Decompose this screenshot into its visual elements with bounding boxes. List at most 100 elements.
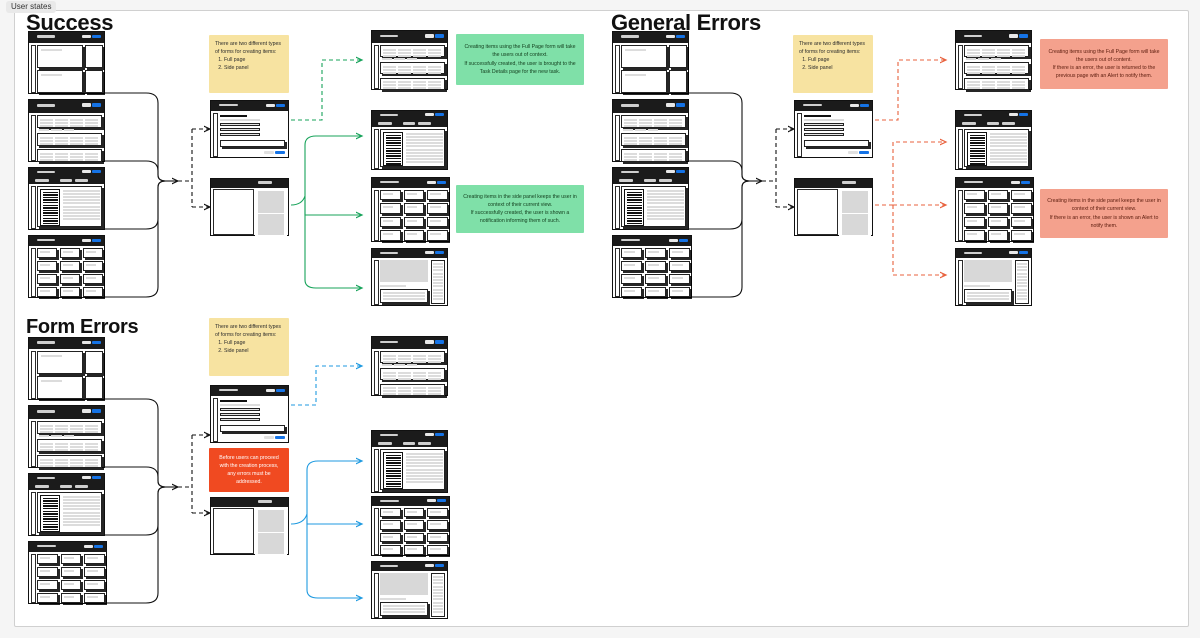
dashboard-card[interactable] <box>85 351 103 374</box>
grid-card[interactable] <box>60 286 80 297</box>
side-drawer[interactable] <box>255 179 287 237</box>
grid-card[interactable] <box>427 189 448 201</box>
grid-card[interactable] <box>964 189 985 201</box>
list-table-screen[interactable] <box>612 99 689 162</box>
grid-card[interactable] <box>83 260 103 271</box>
grid-card[interactable] <box>37 247 57 258</box>
card-grid-screen[interactable] <box>28 235 105 298</box>
detail-list-screen[interactable] <box>28 473 105 536</box>
table-row[interactable] <box>380 62 445 75</box>
table-row[interactable] <box>621 133 686 146</box>
table-row[interactable] <box>380 351 445 363</box>
list-table-screen[interactable] <box>371 336 448 396</box>
form-field[interactable] <box>220 418 261 422</box>
primary-button[interactable] <box>92 409 101 414</box>
table-row[interactable] <box>37 115 102 128</box>
form-field[interactable] <box>804 133 845 137</box>
grid-card[interactable] <box>380 203 401 214</box>
detail-panel[interactable] <box>964 129 1029 167</box>
detail-panel[interactable] <box>380 449 445 490</box>
dashboard-card[interactable] <box>85 45 103 68</box>
table-row[interactable] <box>37 421 102 434</box>
secondary-button[interactable] <box>425 34 435 38</box>
dashboard-card[interactable] <box>621 70 668 93</box>
secondary-button[interactable] <box>82 34 92 39</box>
grid-card[interactable] <box>83 286 103 297</box>
grid-card[interactable] <box>427 216 448 228</box>
list-table-screen[interactable] <box>28 405 105 468</box>
detail-list-screen[interactable] <box>955 110 1032 170</box>
grid-card[interactable] <box>403 230 425 241</box>
submit-button[interactable] <box>275 435 285 439</box>
grid-card[interactable] <box>964 230 985 241</box>
form-field[interactable] <box>220 408 261 412</box>
grid-card[interactable] <box>37 579 58 590</box>
grid-card[interactable] <box>1011 216 1032 228</box>
grid-card[interactable] <box>427 520 448 530</box>
grid-card[interactable] <box>669 273 690 284</box>
dashboard-card[interactable] <box>669 45 687 68</box>
secondary-button[interactable] <box>82 238 92 242</box>
drawer-field[interactable] <box>258 510 284 532</box>
grid-card[interactable] <box>427 203 448 214</box>
dashboard-screen[interactable] <box>28 31 105 94</box>
grid-card[interactable] <box>987 230 1009 241</box>
primary-button[interactable] <box>435 34 444 38</box>
grid-card[interactable] <box>84 592 105 603</box>
detail-panel[interactable] <box>621 186 686 227</box>
primary-button[interactable] <box>859 103 869 107</box>
detail-panel[interactable] <box>37 492 102 533</box>
secondary-button[interactable] <box>668 238 678 242</box>
grid-card[interactable] <box>83 273 103 284</box>
side-drawer[interactable] <box>839 179 871 237</box>
grid-card[interactable] <box>37 553 58 564</box>
primary-button[interactable] <box>1019 113 1028 117</box>
grid-card[interactable] <box>380 507 401 518</box>
form-field[interactable] <box>220 133 261 137</box>
grid-card[interactable] <box>964 203 985 214</box>
side-panel-screen[interactable] <box>210 497 289 556</box>
table-row[interactable] <box>37 439 102 452</box>
primary-button[interactable] <box>275 103 285 107</box>
side-list[interactable] <box>430 573 445 617</box>
submit-button[interactable] <box>859 150 869 154</box>
cancel-button[interactable] <box>848 150 858 154</box>
primary-button[interactable] <box>436 180 446 184</box>
form-textarea[interactable] <box>804 140 869 147</box>
primary-button[interactable] <box>435 113 444 117</box>
primary-button[interactable] <box>92 103 101 108</box>
primary-button[interactable] <box>92 340 101 345</box>
grid-card[interactable] <box>987 189 1009 201</box>
grid-card[interactable] <box>645 260 666 271</box>
drawer-field[interactable] <box>258 213 284 236</box>
table-row[interactable] <box>964 77 1029 90</box>
secondary-button[interactable] <box>82 170 92 174</box>
cancel-button[interactable] <box>264 150 274 154</box>
grid-card[interactable] <box>380 545 401 555</box>
primary-button[interactable] <box>92 170 101 174</box>
secondary-button[interactable] <box>1010 180 1020 184</box>
grid-card[interactable] <box>60 579 82 590</box>
grid-card[interactable] <box>669 247 690 258</box>
dense-list[interactable] <box>967 132 987 166</box>
secondary-button[interactable] <box>1009 34 1019 38</box>
grid-card[interactable] <box>380 189 401 201</box>
dashboard-card[interactable] <box>669 70 687 93</box>
grid-card[interactable] <box>84 579 105 590</box>
grid-card[interactable] <box>1011 203 1032 214</box>
grid-card[interactable] <box>427 507 448 518</box>
dense-list[interactable] <box>383 132 403 166</box>
dense-list[interactable] <box>40 495 60 532</box>
details-table[interactable] <box>964 288 1012 303</box>
grid-card[interactable] <box>37 592 58 603</box>
dense-list[interactable] <box>40 189 60 226</box>
detail-list-screen[interactable] <box>28 167 105 230</box>
primary-button[interactable] <box>436 499 446 503</box>
list-table-screen[interactable] <box>371 30 448 90</box>
secondary-button[interactable] <box>425 113 435 117</box>
form-field[interactable] <box>804 128 845 132</box>
detail-list-screen[interactable] <box>612 167 689 230</box>
secondary-button[interactable] <box>426 499 436 503</box>
primary-button[interactable] <box>435 340 444 344</box>
primary-button[interactable] <box>92 476 101 480</box>
